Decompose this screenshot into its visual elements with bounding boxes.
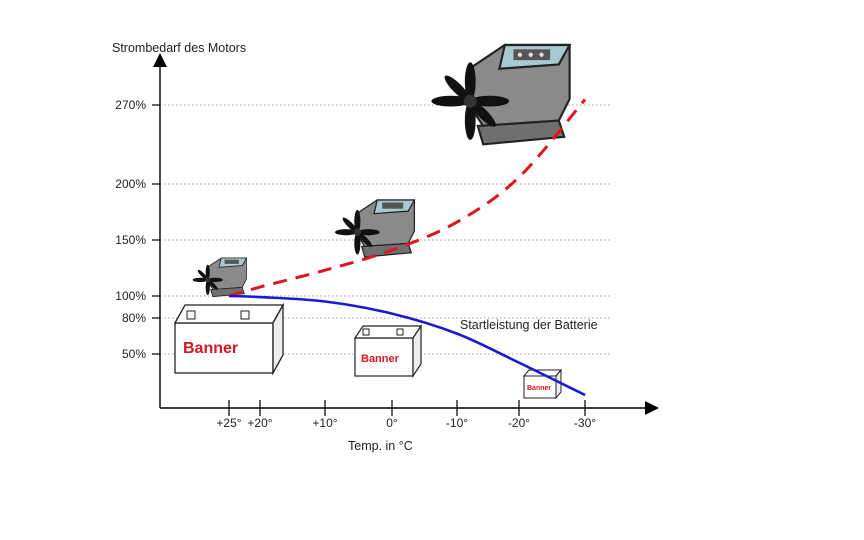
y-tick-label: 270%	[115, 98, 146, 112]
battery-brand-medium: Banner	[361, 353, 400, 365]
x-tick-label: 0°	[386, 416, 398, 430]
y-tick-label: 50%	[122, 347, 146, 361]
x-tick-label: +10°	[312, 416, 337, 430]
x-tick-label: -10°	[446, 416, 468, 430]
x-ticks: +25° +20° +10° 0° -10° -20° -30°	[216, 400, 596, 430]
y-tick-label: 200%	[115, 177, 146, 191]
x-tick-label: +25°	[216, 416, 241, 430]
battery-power-line	[228, 294, 586, 397]
engine-medium-icon	[335, 199, 416, 258]
y-tick-label: 150%	[115, 233, 146, 247]
motor-demand-line	[228, 98, 587, 298]
y-ticks: 50% 80% 100% 150% 200% 270%	[115, 98, 160, 361]
engine-large-icon	[431, 43, 572, 146]
y-tick-label: 100%	[115, 289, 146, 303]
x-axis-title: Temp. in °C	[348, 439, 413, 453]
x-tick-label: -20°	[508, 416, 530, 430]
battery-brand-small: Banner	[527, 385, 551, 392]
series-lines	[228, 98, 587, 397]
y-tick-label: 80%	[122, 311, 146, 325]
x-tick-label: +20°	[247, 416, 272, 430]
battery-medium-icon: Banner	[353, 324, 423, 378]
y-axis-title: Strombedarf des Motors	[112, 41, 246, 55]
engine-small-icon	[192, 257, 248, 298]
battery-curve-label: Startleistung der Batterie	[460, 318, 598, 332]
battery-brand-large: Banner	[183, 340, 238, 357]
battery-large-icon: Banner	[173, 302, 285, 376]
x-tick-label: -30°	[574, 416, 596, 430]
